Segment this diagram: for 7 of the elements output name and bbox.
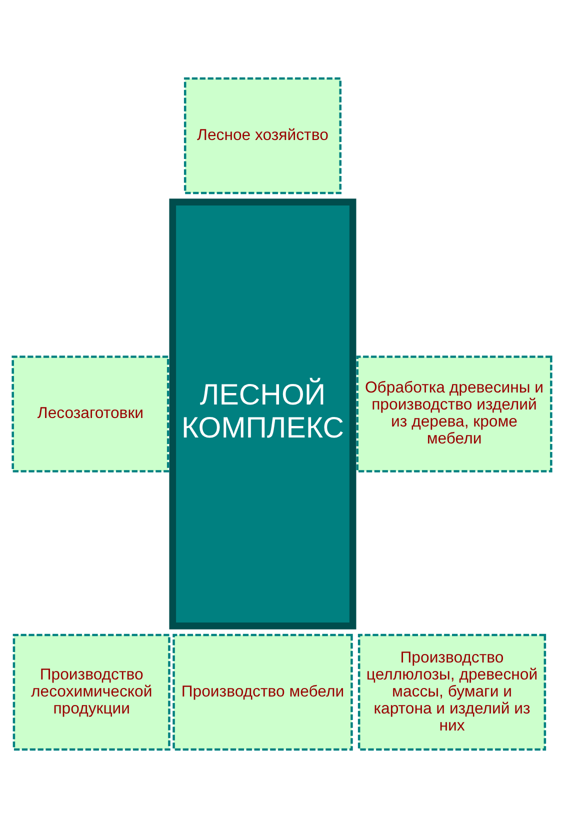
node-box: Производство лесохимической продукции <box>12 633 170 750</box>
node-box: Обработка древесины и производство изделий из дерева, кроме мебели <box>356 355 552 472</box>
node-box: Производство целлюлозы, древесной массы, бумаги и картона и изделий из них <box>358 633 546 750</box>
node-box: ЛЕСНОЙ КОМПЛЕКС <box>169 198 356 629</box>
node-box: Производство мебели <box>172 633 353 750</box>
node-box: Лесное хозяйство <box>184 76 342 194</box>
node-box: Лесозаготовки <box>12 355 170 472</box>
